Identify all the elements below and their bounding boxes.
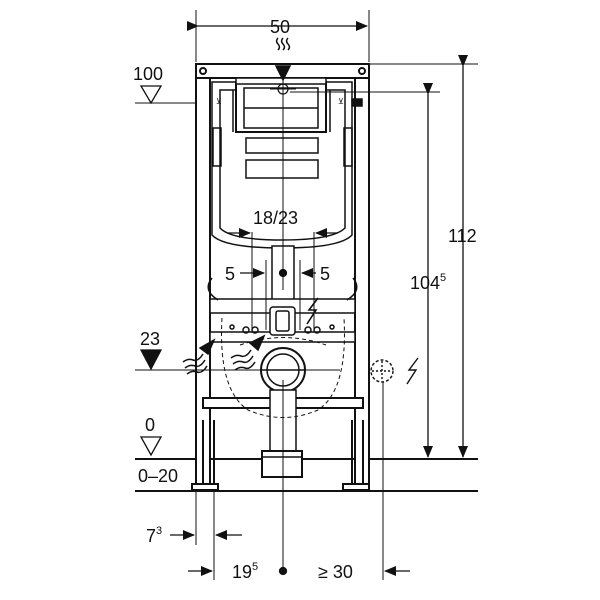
dim-center-label: 195 [232, 561, 258, 582]
svg-text:⊻: ⊻ [216, 97, 222, 106]
dim-width-top-label: 50 [270, 17, 290, 37]
dim-total-height-label: 112 [448, 226, 477, 246]
floor-lines [135, 458, 478, 492]
level-floor-label: 0 [145, 415, 155, 435]
dim-bottom [188, 566, 410, 576]
dim-offset-right-label: 5 [320, 264, 330, 284]
level-mid-label: 23 [140, 329, 160, 349]
dim-outlets-label: 18/23 [253, 208, 298, 228]
reference-lines [135, 10, 478, 580]
dim-offset-left-label: 5 [225, 264, 235, 284]
dim-offsets [240, 268, 316, 278]
svg-text:⊻: ⊻ [338, 97, 344, 106]
drain-assembly [207, 245, 358, 478]
dim-foot-label: 73 [146, 525, 162, 546]
dim-min-clear-label: ≥ 30 [318, 562, 353, 582]
dim-frame-height-label: 1045 [410, 272, 446, 293]
floor-range-label: 0–20 [138, 466, 178, 486]
water-supply-symbol [270, 37, 296, 102]
water-inlet-symbols [182, 334, 266, 375]
level-top-label: 100 [133, 64, 163, 84]
cistern: ⊻ ⊻ [211, 77, 363, 249]
level-markers [139, 85, 163, 457]
power-socket [370, 357, 419, 385]
installation-frame [191, 63, 370, 491]
